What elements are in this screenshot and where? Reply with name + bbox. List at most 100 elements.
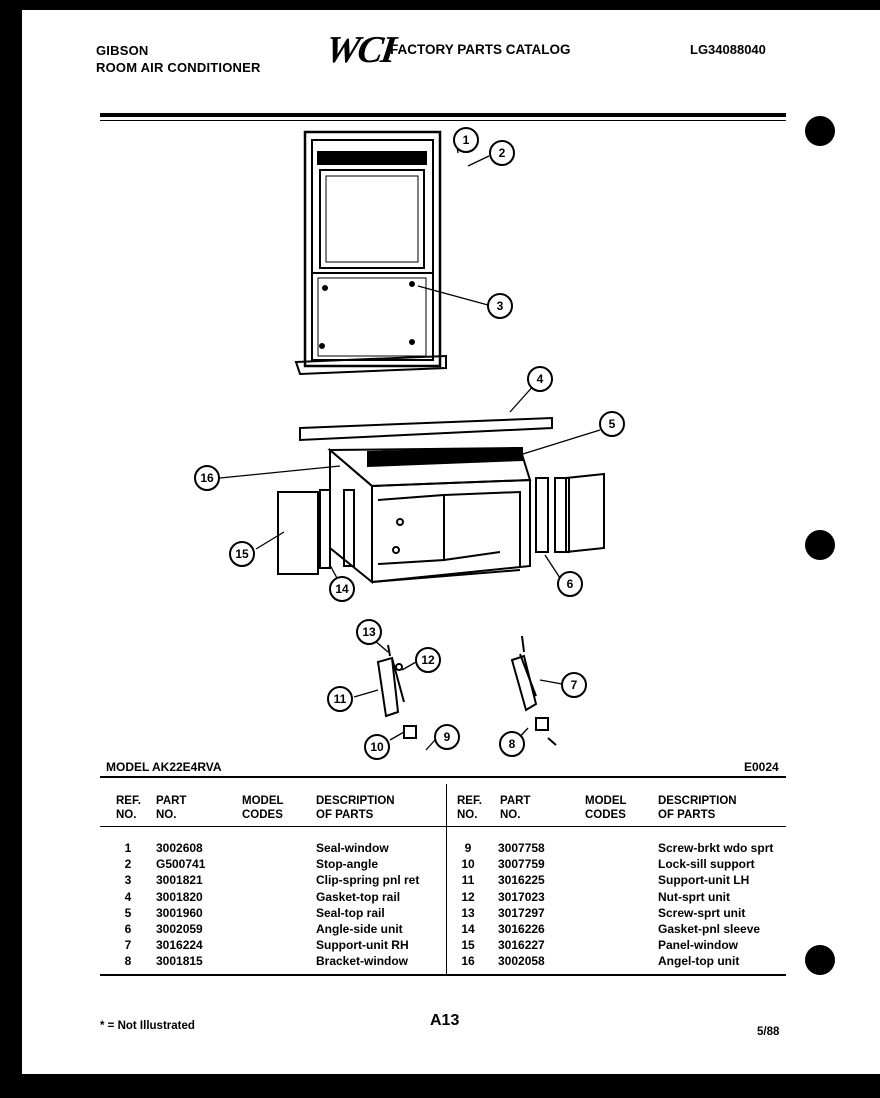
scan-border-bottom bbox=[0, 1074, 880, 1098]
brand-name: GIBSON bbox=[96, 43, 149, 58]
table-cell: 4 bbox=[124, 889, 132, 904]
left-ref-column: 1 2 3 4 5 6 7 8 bbox=[116, 840, 140, 970]
callout-9: 9 bbox=[434, 724, 460, 750]
table-cell: Angle-side unit bbox=[316, 922, 403, 937]
table-cell: 3002059 bbox=[156, 922, 203, 937]
svg-text:10: 10 bbox=[370, 740, 384, 754]
svg-text:8: 8 bbox=[509, 737, 516, 751]
table-cell: 14 bbox=[461, 922, 475, 937]
right-part-column: 3007758 3007759 3016225 3017023 3017297 … bbox=[498, 840, 545, 970]
svg-text:16: 16 bbox=[200, 471, 214, 485]
header-rule-thin bbox=[100, 120, 786, 121]
table-cell: Bracket-window bbox=[316, 954, 409, 969]
table-cell: 10 bbox=[461, 857, 475, 872]
table-header-rule bbox=[100, 826, 786, 827]
callout-2: 2 bbox=[489, 140, 515, 166]
right-desc-column: Screw-brkt wdo sprt Lock-sill support Su… bbox=[658, 840, 773, 970]
table-cell: 6 bbox=[124, 922, 132, 937]
side-panels-drawing bbox=[277, 472, 605, 575]
svg-text:6: 6 bbox=[567, 577, 574, 591]
table-cell: Seal-window bbox=[316, 841, 389, 855]
model-number: MODEL AK22E4RVA bbox=[106, 760, 222, 774]
svg-text:1: 1 bbox=[463, 133, 470, 147]
callout-10: 10 bbox=[364, 734, 390, 760]
svg-text:9: 9 bbox=[444, 730, 451, 744]
table-cell: 3017023 bbox=[498, 889, 545, 904]
table-cell: Gasket-top rail bbox=[316, 889, 401, 904]
scan-border-top bbox=[0, 0, 880, 10]
table-cell: 15 bbox=[461, 938, 475, 953]
revision-date: 5/88 bbox=[757, 1026, 780, 1038]
table-cell: Seal-top rail bbox=[316, 905, 385, 920]
table-cell: 3016226 bbox=[498, 922, 545, 937]
svg-text:5: 5 bbox=[609, 417, 616, 431]
table-cell: Gasket-pnl sleeve bbox=[658, 922, 761, 937]
binder-hole-icon bbox=[805, 530, 835, 560]
support-brackets-drawing bbox=[376, 635, 557, 746]
table-cell: 3017297 bbox=[498, 905, 545, 920]
callout-14: 14 bbox=[329, 576, 355, 602]
callout-6: 6 bbox=[557, 571, 583, 597]
table-cell: 3002608 bbox=[156, 841, 203, 855]
table-cell: 3007758 bbox=[498, 841, 545, 855]
page-number: A13 bbox=[430, 1012, 460, 1029]
svg-text:11: 11 bbox=[334, 692, 347, 706]
table-cell: 3002058 bbox=[498, 954, 545, 969]
table-cell: 7 bbox=[124, 938, 132, 953]
table-cell: G500741 bbox=[156, 857, 206, 872]
svg-text:14: 14 bbox=[335, 582, 349, 596]
catalog-code: LG34088040 bbox=[690, 42, 766, 57]
callout-7: 7 bbox=[561, 672, 587, 698]
callout-11: 11 bbox=[327, 686, 353, 712]
table-cell: 9 bbox=[464, 841, 472, 855]
header-rule bbox=[100, 113, 786, 117]
col-head-ref-right: REF.NO. bbox=[457, 795, 482, 821]
table-cell: 12 bbox=[461, 889, 475, 904]
callout-12: 12 bbox=[415, 647, 441, 673]
table-cell: Panel-window bbox=[658, 938, 739, 953]
table-cell: 3 bbox=[124, 873, 132, 888]
right-ref-column: 9 10 11 12 13 14 15 16 bbox=[456, 840, 480, 970]
table-cell: 5 bbox=[124, 905, 132, 920]
svg-text:7: 7 bbox=[571, 678, 578, 692]
callout-1: 1 bbox=[453, 127, 479, 153]
table-cell: Nut-sprt unit bbox=[658, 889, 730, 904]
callout-15: 15 bbox=[229, 541, 255, 567]
table-cell: 3001960 bbox=[156, 905, 203, 920]
table-cell: 16 bbox=[461, 954, 475, 969]
header-left: GIBSON ROOM AIR CONDITIONER bbox=[96, 42, 261, 76]
svg-text:13: 13 bbox=[362, 625, 376, 639]
section-code: E0024 bbox=[744, 760, 779, 774]
svg-text:12: 12 bbox=[421, 653, 435, 667]
rail-gasket-drawing bbox=[299, 416, 553, 468]
col-head-ref-left: REF.NO. bbox=[116, 795, 141, 821]
callout-13: 13 bbox=[356, 619, 382, 645]
table-cell: Clip-spring pnl ret bbox=[316, 873, 420, 888]
table-cell: Lock-sill support bbox=[658, 857, 755, 872]
table-top-rule bbox=[100, 776, 786, 778]
window-panel-drawing bbox=[294, 130, 447, 376]
left-part-column: 3002608 G500741 3001821 3001820 3001960 … bbox=[156, 840, 205, 970]
table-cell: 3016225 bbox=[498, 873, 545, 888]
callout-3: 3 bbox=[487, 293, 513, 319]
table-cell: 3001815 bbox=[156, 954, 203, 969]
table-cell: 2 bbox=[124, 857, 132, 872]
binder-hole-icon bbox=[805, 116, 835, 146]
table-bottom-rule bbox=[100, 974, 786, 976]
not-illustrated-note: * = Not Illustrated bbox=[100, 1020, 195, 1032]
left-desc-column: Seal-window Stop-angle Clip-spring pnl r… bbox=[316, 840, 419, 970]
exploded-parts-diagram: 1 2 3 4 5 6 7 8 9 10 11 12 13 14 15 16 bbox=[194, 127, 625, 760]
svg-text:2: 2 bbox=[499, 146, 506, 160]
table-cell: 3016227 bbox=[498, 938, 545, 953]
scan-border-left bbox=[0, 0, 22, 1098]
callout-16: 16 bbox=[194, 465, 220, 491]
product-name: ROOM AIR CONDITIONER bbox=[96, 60, 261, 75]
svg-text:3: 3 bbox=[497, 299, 504, 313]
table-center-divider bbox=[446, 784, 447, 974]
callout-5: 5 bbox=[599, 411, 625, 437]
